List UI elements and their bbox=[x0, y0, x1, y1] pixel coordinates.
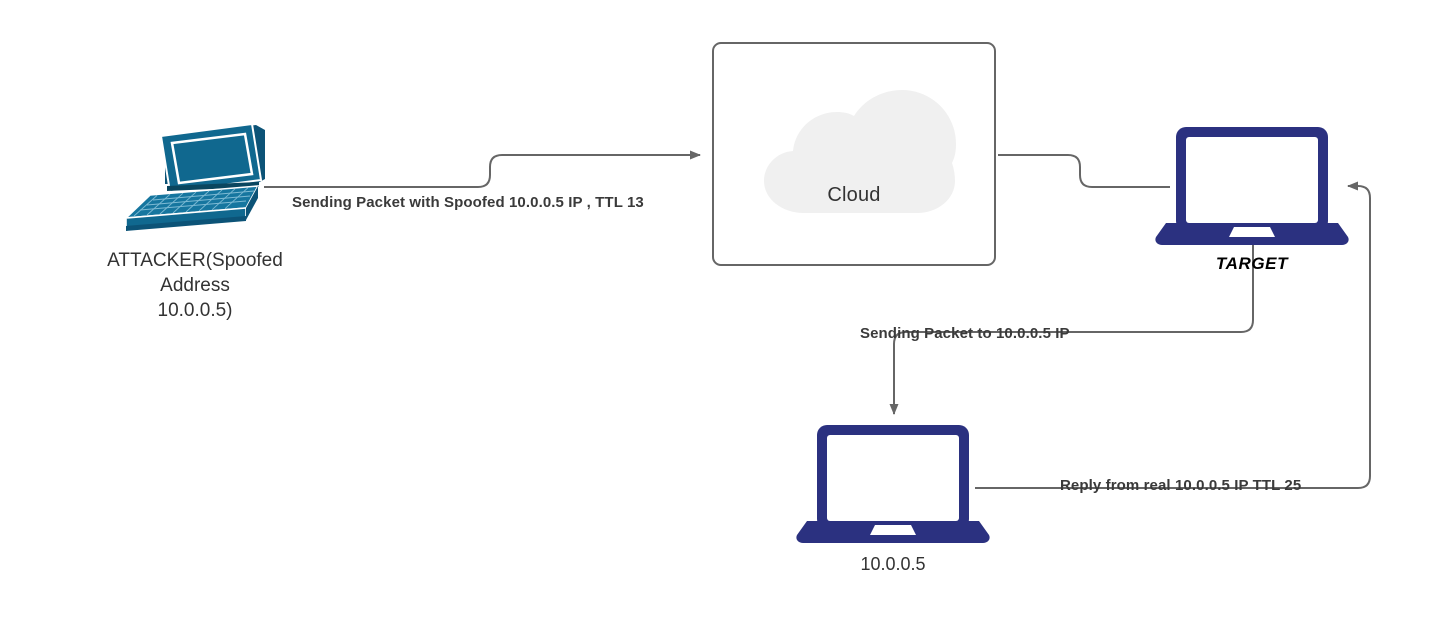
edge-label-victim-to-target: Reply from real 10.0.0.5 IP TTL 25 bbox=[1060, 477, 1302, 494]
node-target[interactable] bbox=[1152, 125, 1352, 247]
edge-label-target-to-victim: Sending Packet to 10.0.0.5 IP bbox=[860, 325, 1070, 342]
attacker-label: ATTACKER(Spoofed Address 10.0.0.5) bbox=[40, 248, 350, 323]
attacker-label-line1: ATTACKER(Spoofed bbox=[107, 250, 283, 271]
target-label: TARGET bbox=[1215, 254, 1289, 273]
cloud-label: Cloud bbox=[827, 184, 881, 206]
edge-cloud-to-target bbox=[998, 154, 1170, 188]
attacker-label-line2: Address bbox=[160, 275, 230, 296]
cloud-icon bbox=[764, 90, 956, 213]
laptop-flat-icon bbox=[1155, 127, 1349, 245]
edge-attacker-to-cloud bbox=[264, 150, 701, 188]
attacker-label-line3: 10.0.0.5) bbox=[157, 300, 233, 321]
edge-label-attacker-to-cloud: Sending Packet with Spoofed 10.0.0.5 IP … bbox=[292, 194, 644, 211]
laptop-flat-icon bbox=[796, 425, 990, 543]
node-attacker[interactable] bbox=[104, 122, 290, 234]
laptop-3d-icon bbox=[123, 122, 265, 231]
cloud-container[interactable]: Cloud bbox=[712, 42, 996, 266]
node-victim[interactable] bbox=[793, 423, 993, 545]
victim-label: 10.0.0.5 bbox=[860, 554, 926, 574]
